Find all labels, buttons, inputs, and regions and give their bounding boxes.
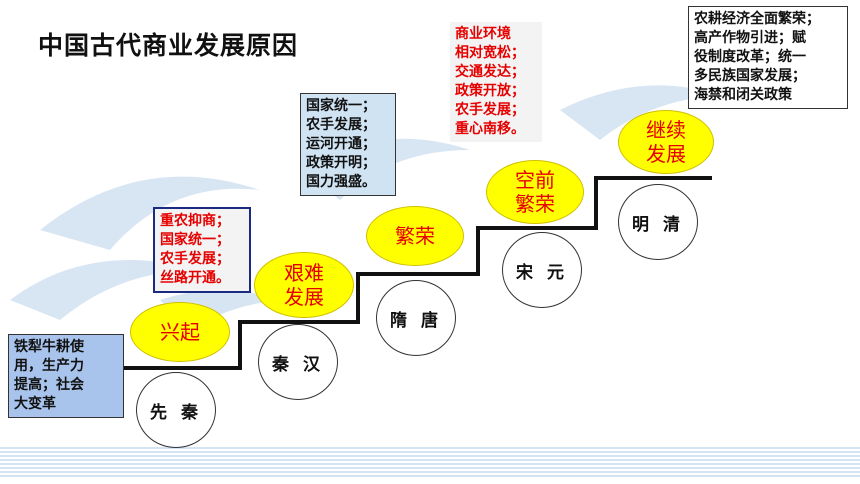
era-circle-songyuan: 宋 元: [502, 232, 582, 308]
era-circle-qinhan: 秦 汉: [258, 324, 338, 400]
page-title: 中国古代商业发展原因: [38, 31, 299, 60]
era-circle-mingqing: 明 清: [618, 184, 698, 260]
status-ellipse-qinhan: 艰难发展: [254, 252, 354, 318]
status-ellipse-songyuan: 空前繁荣: [486, 160, 584, 224]
reason-box-mingqing: 农耕经济全面繁荣； 高产作物引进；赋 役制度改革；统一 多民族国家发展； 海禁和…: [688, 6, 848, 109]
status-ellipse-xianqin: 兴起: [130, 302, 230, 362]
era-circle-suitang: 隋 唐: [376, 280, 456, 356]
status-ellipse-mingqing: 继续发展: [618, 110, 714, 174]
status-ellipse-suitang: 繁荣: [366, 206, 464, 266]
reason-box-xianqin: 铁犁牛耕使 用，生产力 提高；社会 大变革: [8, 334, 124, 418]
reason-box-suitang: 国家统一； 农手发展； 运河开通； 政策开明； 国力强盛。: [300, 93, 396, 196]
reason-box-songyuan: 商业环境 相对宽松； 交通发达； 政策开放； 农手发展； 重心南移。: [450, 22, 542, 142]
era-circle-xianqin: 先 秦: [136, 372, 216, 448]
reason-box-qinhan: 重农抑商； 国家统一； 农手发展； 丝路开通。: [153, 207, 251, 293]
staircase-line: [122, 176, 712, 370]
